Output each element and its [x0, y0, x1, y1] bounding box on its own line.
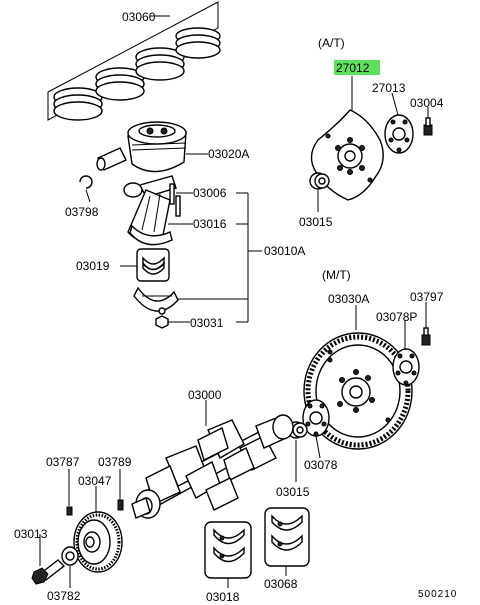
label-03068: 03068: [264, 577, 298, 591]
pilot-bushing-at: [309, 172, 330, 190]
label-03015-mt: 03015: [276, 485, 310, 499]
label-03013: 03013: [14, 527, 48, 541]
label-03060: 03060: [122, 10, 156, 24]
label-03798: 03798: [65, 205, 99, 219]
label-03020a: 03020A: [208, 147, 249, 161]
crankshaft-pulley: [73, 511, 123, 573]
label-03006: 03006: [193, 186, 227, 200]
pilot-bushing-mt: [287, 421, 308, 439]
label-03787: 03787: [46, 455, 80, 469]
drive-plate-adapter: [384, 114, 414, 154]
label-03782: 03782: [47, 589, 81, 603]
label-03015-at: 03015: [299, 215, 333, 229]
rod-bolt: [169, 183, 181, 217]
connecting-rod: [123, 175, 177, 246]
label-03078p: 03078P: [376, 310, 417, 324]
drive-plate-bolt: [423, 117, 433, 136]
diagram-reference-code: 500210: [418, 589, 457, 600]
label-03010a: 03010A: [264, 244, 305, 258]
highlight-marker: [334, 60, 380, 75]
rod-nut: [155, 315, 169, 329]
label-03031: 03031: [190, 316, 224, 330]
pulley-bolt: [31, 559, 66, 585]
rod-cap: [133, 286, 179, 315]
label-27012: 27012: [336, 61, 370, 75]
piston-ring-group: [53, 27, 221, 121]
crankshaft-adapter-plate: [302, 399, 330, 437]
label-03004: 03004: [410, 96, 444, 110]
drive-plate: [310, 109, 384, 201]
assembly-bracket: [172, 192, 262, 323]
main-bearing-lower-box: [264, 507, 310, 567]
label-03016: 03016: [193, 217, 227, 231]
variant-label-at: (A/T): [318, 36, 345, 50]
crankshaft: [131, 414, 294, 519]
piston-ring-3: [135, 47, 185, 81]
piston-pin-clip: [79, 175, 93, 189]
rod-bearing-box: [136, 248, 170, 282]
piston-pin: [96, 147, 127, 171]
piston-ring-1: [53, 87, 103, 121]
label-03047: 03047: [78, 474, 112, 488]
piston-ring-set-box: [47, 1, 219, 121]
variant-label-mt: (M/T): [322, 268, 351, 282]
piston-ring-4: [175, 27, 221, 59]
main-bearing-upper-box: [204, 521, 252, 579]
piston: [127, 121, 187, 173]
label-03019: 03019: [76, 259, 110, 273]
pulley-key: [117, 499, 124, 511]
label-03018: 03018: [206, 590, 240, 604]
label-03000: 03000: [188, 388, 222, 402]
flywheel: [303, 332, 413, 450]
pulley-washer: [61, 546, 79, 566]
label-03078: 03078: [304, 458, 338, 472]
flywheel-bolt: [421, 327, 431, 346]
flywheel-adapter-plate: [392, 348, 420, 386]
crank-key: [66, 506, 73, 516]
label-27013: 27013: [372, 81, 406, 95]
label-03030a: 03030A: [328, 292, 369, 306]
label-03797: 03797: [410, 290, 444, 304]
label-03789: 03789: [98, 455, 132, 469]
